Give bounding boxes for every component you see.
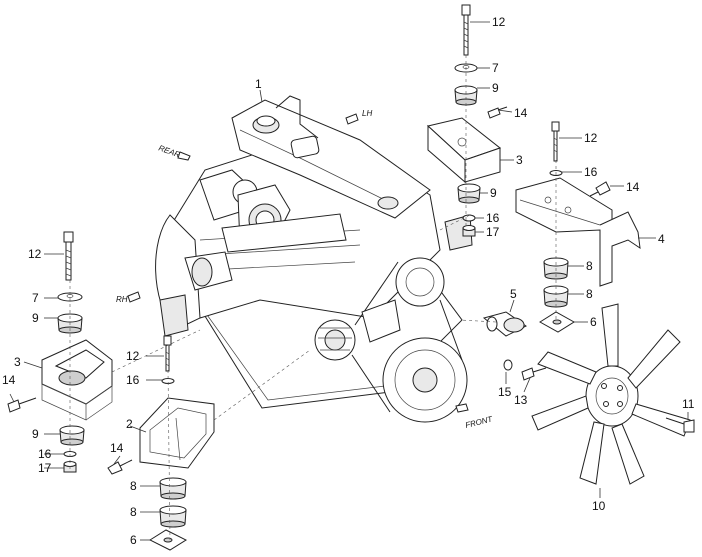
callout-16: 16 bbox=[38, 447, 52, 461]
callout-16: 16 bbox=[126, 373, 140, 387]
callout-8: 8 bbox=[130, 505, 137, 519]
direction-rh-label: RH bbox=[116, 295, 128, 304]
callout-4: 4 bbox=[658, 232, 665, 246]
callout-14: 14 bbox=[626, 180, 640, 194]
fan-assembly bbox=[482, 303, 695, 485]
direction-lh-label: LH bbox=[362, 109, 372, 118]
callout-7: 7 bbox=[492, 61, 499, 75]
callout-14: 14 bbox=[2, 373, 16, 387]
callout-17: 17 bbox=[38, 461, 52, 475]
callout-2: 2 bbox=[126, 417, 133, 431]
callout-12: 12 bbox=[492, 15, 506, 29]
callout-12: 12 bbox=[584, 131, 598, 145]
callout-11: 11 bbox=[682, 397, 695, 411]
callout-6: 6 bbox=[130, 533, 137, 547]
engine-assembly bbox=[155, 95, 473, 423]
arrow-rear-icon bbox=[177, 151, 191, 161]
callout-10: 10 bbox=[592, 499, 606, 513]
callout-8: 8 bbox=[130, 479, 137, 493]
callout-3: 3 bbox=[14, 355, 21, 369]
callout-6: 6 bbox=[590, 315, 597, 329]
callout-9: 9 bbox=[32, 427, 39, 441]
callout-7: 7 bbox=[32, 291, 39, 305]
callout-14: 14 bbox=[514, 106, 528, 120]
callout-8: 8 bbox=[586, 259, 593, 273]
callout-8: 8 bbox=[586, 287, 593, 301]
callout-5: 5 bbox=[510, 287, 517, 301]
callout-13: 13 bbox=[514, 393, 528, 407]
callout-9: 9 bbox=[492, 81, 499, 95]
callout-3: 3 bbox=[516, 153, 523, 167]
callout-14: 14 bbox=[110, 441, 124, 455]
mount-stack-bottom bbox=[107, 335, 215, 551]
arrow-front-icon bbox=[455, 403, 469, 413]
mount-stack-right-top bbox=[426, 4, 508, 237]
callout-12: 12 bbox=[28, 247, 42, 261]
callout-16: 16 bbox=[584, 165, 598, 179]
callout-9: 9 bbox=[490, 186, 497, 200]
leader-lines bbox=[9, 21, 689, 541]
callout-labels: 1 12 7 9 14 3 12 16 14 9 16 17 4 8 8 6 5… bbox=[2, 15, 695, 547]
callout-17: 17 bbox=[486, 225, 500, 239]
callout-16: 16 bbox=[486, 211, 500, 225]
arrow-lh-icon bbox=[345, 113, 359, 125]
arrow-rh-icon bbox=[127, 291, 141, 303]
callout-12: 12 bbox=[126, 349, 140, 363]
callout-1: 1 bbox=[255, 77, 262, 91]
mount-stack-right bbox=[515, 121, 641, 333]
callout-15: 15 bbox=[498, 385, 512, 399]
mount-stack-left bbox=[7, 231, 113, 473]
callout-9: 9 bbox=[32, 311, 39, 325]
alignment-lines bbox=[69, 55, 557, 541]
direction-front-label: FRONT bbox=[464, 414, 494, 430]
